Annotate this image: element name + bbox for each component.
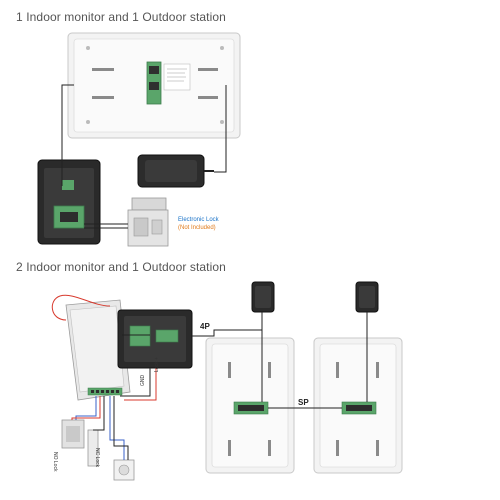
label-sp: SP — [298, 398, 309, 407]
power-adapter-3 — [355, 281, 379, 313]
section2-title: 2 Indoor monitor and 1 Outdoor station — [16, 260, 226, 274]
label-4p: 4P — [200, 322, 210, 331]
label-nc-lock: NC Lock — [94, 448, 100, 468]
label-no-lock: NO Lock — [52, 452, 58, 472]
power-adapter-2 — [251, 281, 275, 313]
label-lock-plus: Lock + — [154, 357, 160, 372]
exit-button-device — [113, 459, 135, 481]
indoor-monitor-2 — [205, 337, 295, 474]
indoor-monitor-3 — [313, 337, 403, 474]
electronic-lock-2 — [61, 419, 85, 449]
electronic-lock-1 — [127, 197, 169, 247]
outdoor-station-1 — [37, 159, 101, 245]
section1-title: 1 Indoor monitor and 1 Outdoor station — [16, 10, 226, 24]
electronic-lock-label: Electronic Lock (Not Included) — [178, 216, 219, 232]
label-gnd: GND — [140, 374, 146, 386]
outdoor-station-2 — [117, 309, 193, 369]
control-box — [65, 299, 131, 401]
lock-label-text: Electronic Lock — [178, 217, 219, 223]
indoor-monitor-1 — [67, 32, 241, 139]
power-adapter-1 — [137, 154, 214, 188]
lock-note-text: (Not Included) — [178, 225, 216, 231]
